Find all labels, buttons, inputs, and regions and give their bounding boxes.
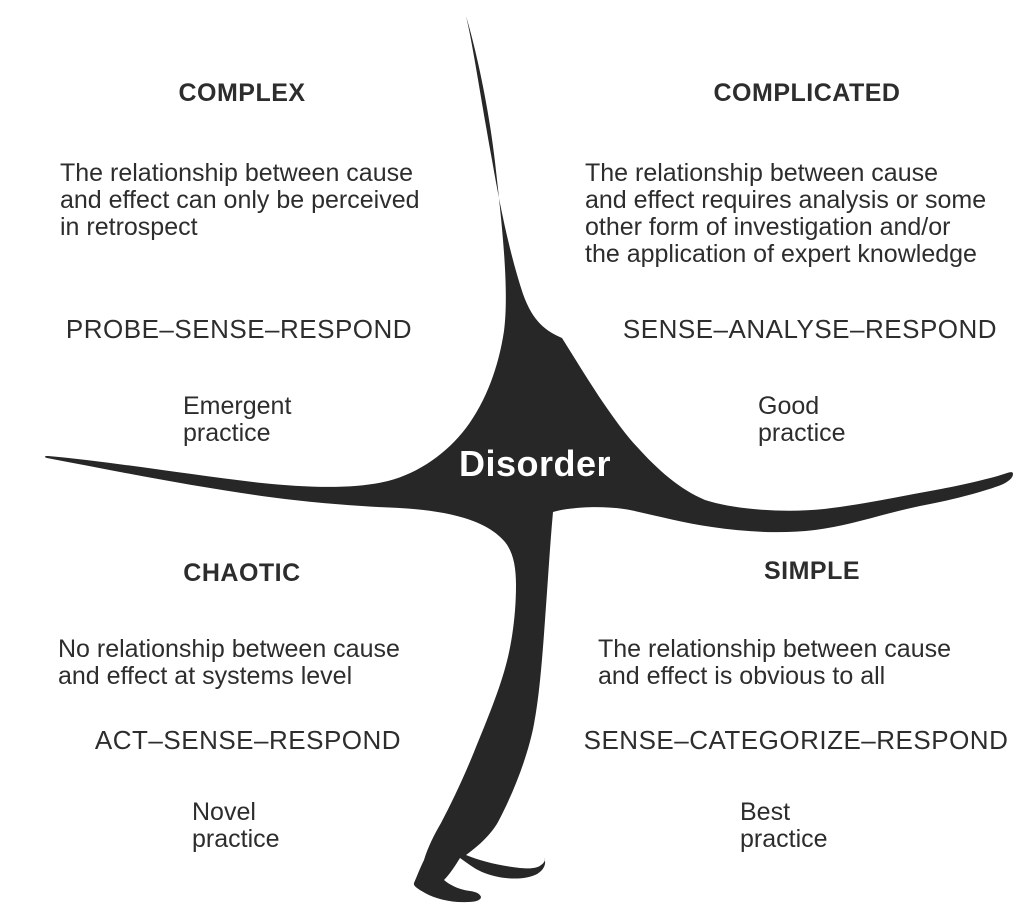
center-label-disorder: Disorder [458,443,612,484]
quadrant-simple-action: SENSE–CATEGORIZE–RESPOND [583,725,1009,755]
quadrant-simple-description: The relationship between cause and effec… [598,635,952,690]
quadrant-chaotic-description: No relationship between cause and effect… [58,635,400,690]
disorder-star-path [44,16,1013,903]
quadrant-chaotic-title: CHAOTIC [183,559,301,587]
quadrant-complicated-description: The relationship between cause and effec… [585,159,987,268]
quadrant-simple-title: SIMPLE [763,557,861,585]
quadrant-complicated-action: SENSE–ANALYSE–RESPOND [622,314,998,344]
quadrant-chaotic-practice: Novel practice [192,798,280,853]
quadrant-complex-title: COMPLEX [178,79,306,107]
quadrant-chaotic-action: ACT–SENSE–RESPOND [94,725,402,755]
quadrant-complex-practice: Emergent practice [183,392,292,447]
quadrant-complex-description: The relationship between cause and effec… [60,159,420,241]
quadrant-complex-action: PROBE–SENSE–RESPOND [65,314,413,344]
quadrant-complicated-practice: Good practice [758,392,846,447]
quadrant-complicated-title: COMPLICATED [713,79,901,107]
quadrant-simple-practice: Best practice [740,798,828,853]
